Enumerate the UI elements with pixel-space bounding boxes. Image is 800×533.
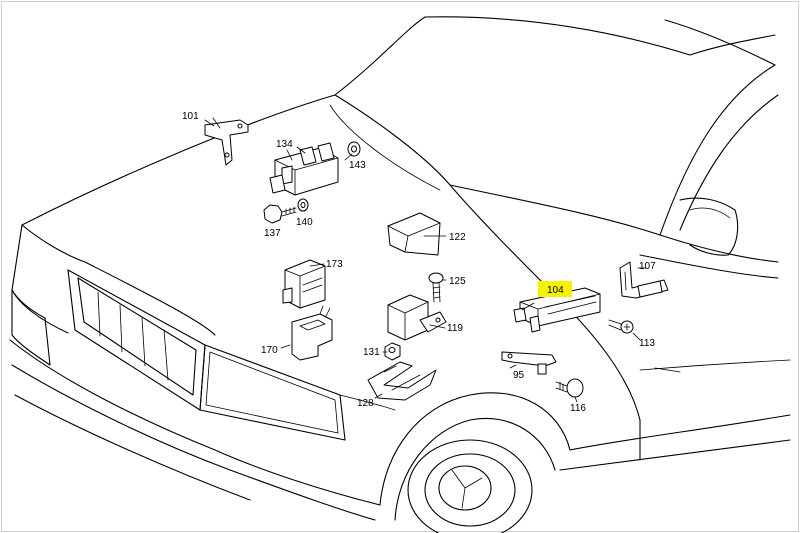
part-119-relay xyxy=(387,294,447,341)
callout-95: 95 xyxy=(513,370,525,381)
callout-128: 128 xyxy=(357,398,374,409)
part-95-bracket xyxy=(501,351,557,375)
callout-107: 107 xyxy=(639,261,656,272)
part-101-bracket xyxy=(204,117,249,166)
callout-134: 134 xyxy=(276,139,293,150)
car-body-outline xyxy=(9,16,791,533)
part-116-bolt xyxy=(555,378,584,398)
callout-101: 101 xyxy=(182,111,199,122)
part-140-washer xyxy=(297,198,309,212)
callout-170: 170 xyxy=(261,345,278,356)
callout-137: 137 xyxy=(264,228,281,239)
callout-119: 119 xyxy=(447,323,463,334)
part-137-screw xyxy=(263,204,297,224)
part-134-relay-block xyxy=(269,142,339,196)
callout-122: 122 xyxy=(449,232,466,243)
part-128-bracket xyxy=(367,361,437,401)
part-107-bracket xyxy=(619,261,669,299)
callout-104: 104 xyxy=(547,285,564,296)
callout-143: 143 xyxy=(349,160,366,171)
part-125-screw xyxy=(428,272,444,303)
part-131-nut xyxy=(384,342,401,361)
part-122-cover xyxy=(387,212,441,256)
part-173-relay-cover xyxy=(282,259,326,309)
callout-113: 113 xyxy=(639,338,655,349)
leader-lines xyxy=(204,119,647,403)
part-170-bracket xyxy=(291,305,333,361)
callout-116: 116 xyxy=(570,403,586,414)
callout-140: 140 xyxy=(296,217,313,228)
part-113-screw xyxy=(608,319,634,334)
part-143-washer xyxy=(347,141,361,157)
callout-131: 131 xyxy=(363,347,380,358)
callout-173: 173 xyxy=(326,259,343,270)
callout-104-highlight xyxy=(538,281,572,297)
part-104-fuse-box xyxy=(513,287,601,333)
callout-125: 125 xyxy=(449,276,466,287)
